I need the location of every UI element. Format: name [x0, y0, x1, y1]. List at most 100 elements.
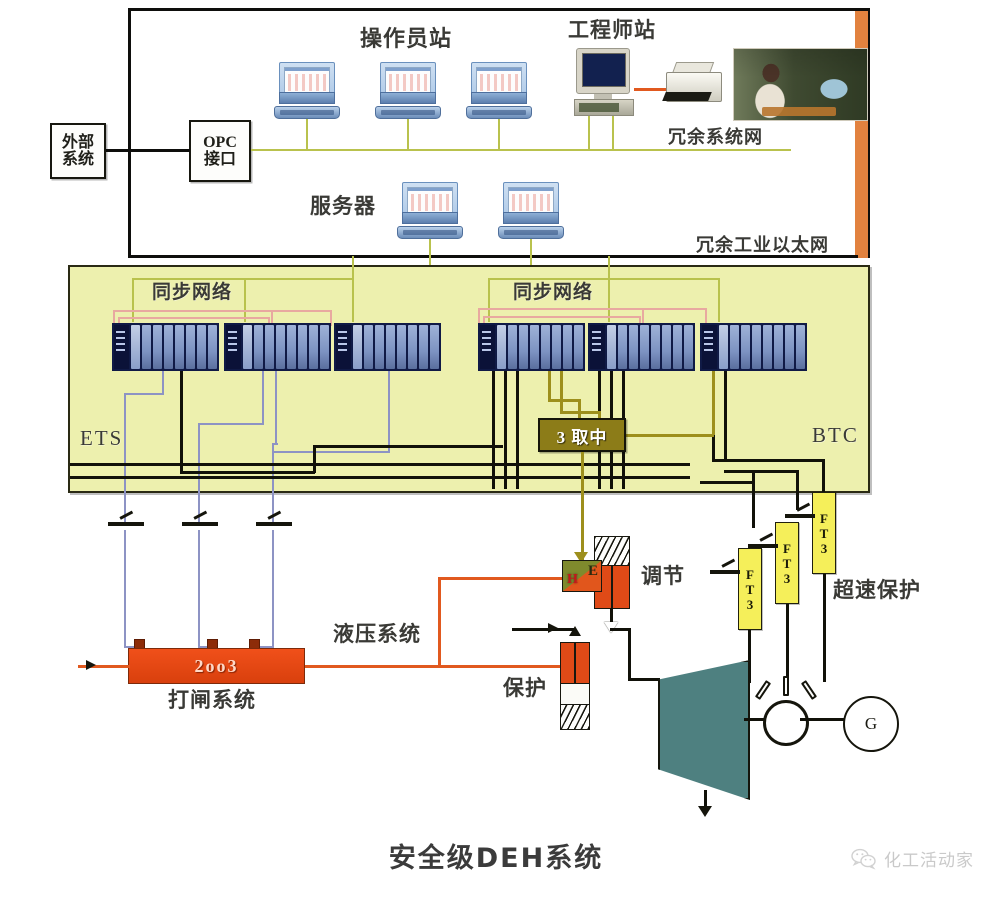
ets-sync-wire-b-left: [118, 317, 120, 326]
cpu-module-icon: [480, 325, 495, 369]
computer-tower-icon: [574, 99, 634, 116]
hydraulic-line-riser: [438, 577, 441, 667]
ft3-label-3: 3: [820, 540, 828, 556]
io-modules: [497, 325, 583, 369]
btc-sync-wire-b-left: [483, 316, 485, 326]
cpu-module-icon: [114, 325, 129, 369]
redundant-industrial-ethernet-bus: [128, 255, 858, 258]
hydraulic-system-label: 液压系统: [333, 622, 421, 646]
server2-net-drop: [530, 239, 532, 266]
btc-eth-drop-2: [608, 278, 610, 322]
ft3-label-t: T: [819, 525, 829, 541]
ft3-label-f: F: [746, 566, 754, 582]
server-2[interactable]: [498, 182, 564, 244]
btc-sync-wire-c: [597, 308, 707, 310]
btc-rack-3[interactable]: [700, 323, 807, 371]
printer-icon[interactable]: [662, 62, 722, 108]
btc-sync-wire-b-right: [639, 316, 641, 326]
ets3-out-h1: [272, 443, 278, 445]
shaft-coupling: [763, 700, 809, 746]
turbine-exhaust-arrow: [698, 806, 712, 817]
hydraulic-line-to-pilot: [438, 577, 564, 580]
ft3-3-coil: [785, 502, 815, 522]
ft3-probe-3[interactable]: F T 3: [812, 492, 836, 574]
sol2-lead-bottom: [198, 530, 200, 648]
monitor-base: [380, 92, 436, 104]
turbine-outline: [658, 660, 750, 800]
io-modules: [131, 325, 217, 369]
voter-label: 3 取中: [556, 427, 608, 447]
protection-valve[interactable]: [560, 642, 590, 730]
sol1-to-port: [124, 646, 140, 648]
ets3b-out-h1: [272, 451, 390, 453]
ets1-out-v1: [162, 371, 164, 393]
ets-sync-wire-a-left: [113, 310, 115, 326]
cpu-module-icon: [336, 325, 351, 369]
regulating-valve-outlet: [610, 608, 613, 628]
voter-block-3oo2[interactable]: 3 取中: [538, 418, 626, 452]
io-modules: [353, 325, 439, 369]
server-1[interactable]: [397, 182, 463, 244]
op2-net-drop: [407, 119, 409, 150]
btc3-out-v2: [724, 371, 727, 461]
ets-label: ETS: [80, 426, 124, 450]
ft3-probe-2[interactable]: F T 3: [775, 522, 799, 604]
trip-system-label: 打闸系统: [168, 688, 256, 712]
engineer-station-computer[interactable]: [574, 48, 634, 118]
ets-rack-2[interactable]: [224, 323, 331, 371]
keyboard-icon: [375, 106, 441, 119]
btc-eth-header: [488, 278, 718, 280]
redundant-system-net-label: 冗余系统网: [668, 127, 763, 147]
btc1-out-v3: [516, 371, 519, 489]
ft3-probe-1[interactable]: F T 3: [738, 548, 762, 630]
keyboard-icon: [397, 226, 463, 239]
io-modules: [243, 325, 329, 369]
ets-eth-drop-2: [244, 278, 246, 322]
screen-icon: [385, 67, 431, 94]
btc1-out-v2: [504, 371, 507, 489]
btc-rack-2[interactable]: [588, 323, 695, 371]
ets-eth-header: [132, 278, 352, 280]
wechat-icon: [851, 848, 876, 870]
op1-net-drop: [306, 119, 308, 150]
trip-manifold-2oo3[interactable]: 2oo3: [128, 648, 305, 684]
screen-icon: [407, 187, 453, 214]
opc-interface-box[interactable]: OPC 接口: [189, 120, 251, 182]
io-modules: [607, 325, 693, 369]
voter-out-v: [581, 452, 584, 562]
ets3b-out-v1: [388, 371, 390, 451]
btc1-out-v1: [492, 371, 495, 489]
ets-rack-1[interactable]: [112, 323, 219, 371]
diagram-title: 安全级DEH系统: [388, 843, 604, 874]
valve-body-icon: [560, 642, 590, 684]
sol3-lead-bottom: [272, 530, 274, 648]
ets-sync-wire-b: [118, 317, 270, 319]
cpu-module-icon: [702, 325, 717, 369]
operator-station-1[interactable]: [274, 62, 340, 124]
voter-in-v1b: [578, 399, 581, 419]
ft3-label-t: T: [745, 581, 755, 597]
btc-sync-wire-a: [478, 308, 644, 310]
cpu-module-icon: [226, 325, 241, 369]
ets-sync-wire-b-right: [268, 317, 270, 326]
external-system-box[interactable]: 外部 系统: [50, 123, 106, 179]
screen-icon: [508, 187, 554, 214]
solenoid-coil-1: [108, 510, 144, 530]
operator-station-2[interactable]: [375, 62, 441, 124]
watermark-text: 化工活动家: [884, 851, 974, 871]
steam-turbine: [658, 660, 750, 800]
op3-net-drop: [498, 119, 500, 150]
pilot-valve[interactable]: H E: [562, 560, 602, 592]
ets-rack-3[interactable]: [334, 323, 441, 371]
btc-bus-1: [70, 463, 690, 466]
btc-sync-wire-a-left: [478, 308, 480, 326]
operator-station-3[interactable]: [466, 62, 532, 124]
ft3-2-coil: [748, 532, 778, 552]
oil-supply-arrow: [86, 660, 96, 670]
watermark: 化工活动家: [851, 846, 974, 871]
voter-in-v1: [548, 371, 551, 401]
protection-drain-arrow: [548, 623, 558, 633]
btc-rack-1[interactable]: [478, 323, 585, 371]
voter-in-h2: [560, 411, 600, 414]
